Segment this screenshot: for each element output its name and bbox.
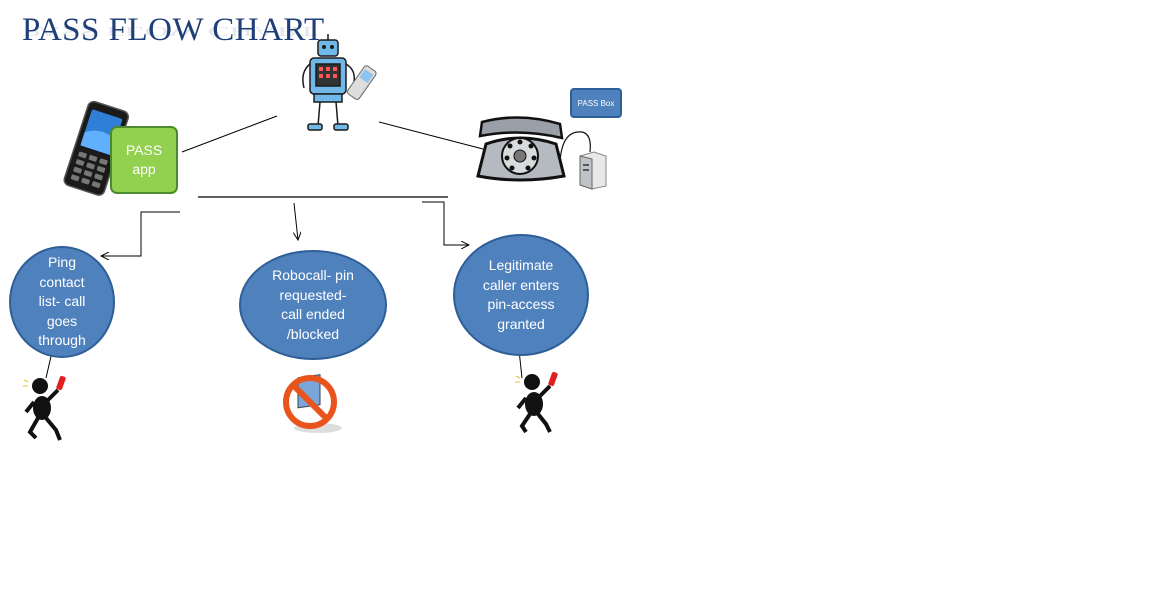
- pass-app-node: PASS app: [110, 126, 178, 194]
- pass-box-label: PASS Box: [577, 98, 615, 108]
- arrow-left: [101, 211, 180, 256]
- ping-label: Ping contact list- call goes through: [38, 254, 86, 349]
- legitimate-node: Legitimate caller enters pin-access gran…: [453, 234, 589, 356]
- line-robot-phone: [378, 121, 484, 150]
- ping-node: Ping contact list- call goes through: [9, 246, 115, 358]
- page-title: PASS FLOW CHART: [22, 12, 325, 48]
- pass-app-label: PASS app: [125, 142, 163, 177]
- computer-tower-icon: [579, 151, 607, 190]
- robocall-label: Robocall- pin requested- call ended /blo…: [272, 267, 354, 342]
- legitimate-label: Legitimate caller enters pin-access gran…: [482, 257, 560, 332]
- robocall-node: Robocall- pin requested- call ended /blo…: [239, 250, 387, 360]
- arrow-middle: [294, 202, 298, 240]
- person-phone-icon: [515, 371, 558, 434]
- person-phone-icon: [23, 375, 66, 441]
- blocked-icon: [283, 374, 342, 433]
- robot-icon: [302, 34, 377, 131]
- phone-cord: [559, 131, 591, 163]
- arrow-right: [422, 201, 469, 245]
- pass-box-node: PASS Box: [570, 88, 622, 118]
- rotary-telephone-icon: [476, 116, 566, 182]
- line-app-robot: [181, 115, 278, 153]
